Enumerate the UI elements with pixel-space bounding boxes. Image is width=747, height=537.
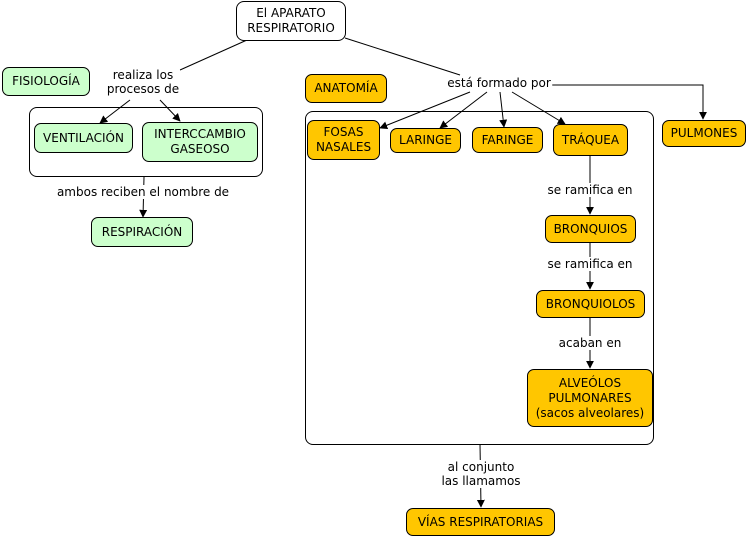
concept-intercambio-gaseoso[interactable]: INTERCCAMBIO GASEOSO <box>142 122 258 162</box>
anatomia-airways-group <box>305 111 654 445</box>
concept-bronquios[interactable]: BRONQUIOS <box>545 215 636 243</box>
link-label-formado: está formado por <box>446 76 552 90</box>
concept-laringe[interactable]: LARINGE <box>390 128 461 153</box>
concept-vias-respiratorias[interactable]: VÍAS RESPIRATORIAS <box>406 508 555 536</box>
arrow-to-pulmones <box>552 84 707 120</box>
arrow-to-traquea <box>511 91 566 125</box>
concept-traquea[interactable]: TRÁQUEA <box>553 124 628 156</box>
arrow-to-ventilacion <box>99 99 131 124</box>
concept-pulmones[interactable]: PULMONES <box>662 120 746 147</box>
link-label-ambos: ambos reciben el nombre de <box>55 185 231 199</box>
arrow-to-intercambio <box>159 99 181 122</box>
concept-fosas-nasales[interactable]: FOSAS NASALES <box>307 120 380 160</box>
line-root-to-formado <box>344 37 461 76</box>
link-label-conjunto: al conjunto las llamamos <box>440 460 522 488</box>
link-label-acaban: acaban en <box>557 336 623 350</box>
arrow-to-laringe <box>439 91 488 129</box>
concept-bronquiolos[interactable]: BRONQUIOLOS <box>536 290 645 318</box>
concept-respiracion[interactable]: RESPIRACIÓN <box>91 217 193 247</box>
arrow-to-fosas <box>379 91 471 130</box>
concept-aparato-respiratorio[interactable]: El APARATO RESPIRATORIO <box>236 1 346 41</box>
concept-alveolos-pulmonares[interactable]: ALVEÓLOS PULMONARES (sacos alveolares) <box>527 369 653 427</box>
link-label-ramifica-1: se ramifica en <box>546 183 634 197</box>
concept-faringe[interactable]: FARINGE <box>472 127 543 153</box>
link-label-realiza: realiza los procesos de <box>105 68 181 96</box>
link-label-ramifica-2: se ramifica en <box>546 257 634 271</box>
line-root-to-realiza <box>179 39 248 71</box>
arrow-to-faringe <box>499 91 508 128</box>
concept-ventilacion[interactable]: VENTILACIÓN <box>34 123 133 153</box>
fisiologia-processes-group <box>29 107 263 177</box>
concept-anatomia[interactable]: ANATOMÍA <box>305 74 387 103</box>
concept-fisiologia[interactable]: FISIOLOGÍA <box>2 67 90 96</box>
